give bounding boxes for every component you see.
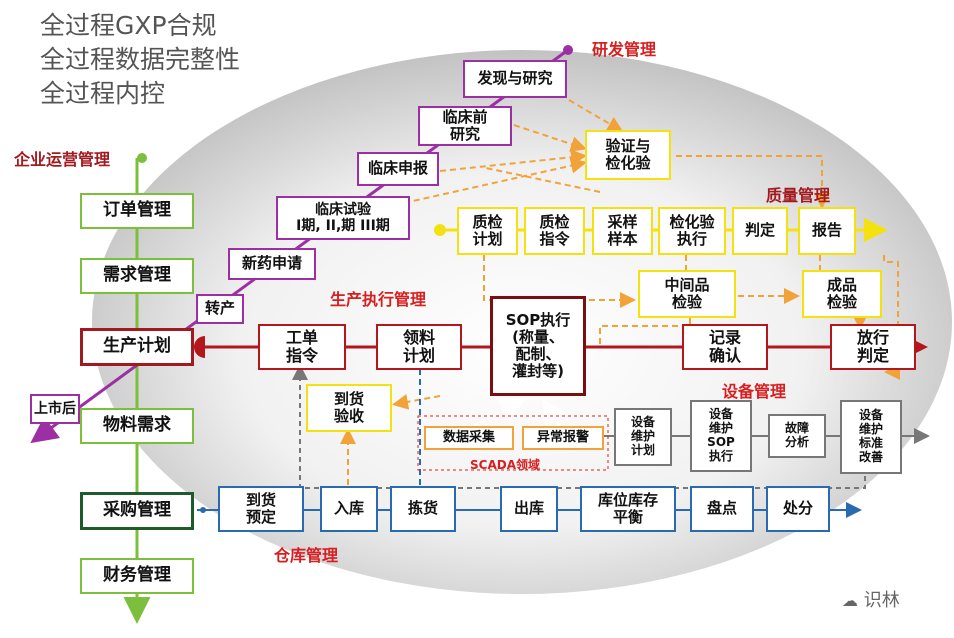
quality-sample[interactable]: 采样 样本 xyxy=(592,207,653,255)
enterprise-finance[interactable]: 财务管理 xyxy=(80,558,194,594)
enterprise-demand[interactable]: 需求管理 xyxy=(80,258,194,294)
production-sop-exec[interactable]: SOP执行 (称量、 配制、 灌封等) xyxy=(490,296,586,396)
inspection-finished[interactable]: 成品 检验 xyxy=(802,270,882,318)
production-material-plan[interactable]: 领料 计划 xyxy=(376,324,462,370)
quality-test-exec[interactable]: 检化验 执行 xyxy=(658,207,726,255)
inspection-intermediate[interactable]: 中间品 检验 xyxy=(638,270,736,318)
rd-transfer[interactable]: 转产 xyxy=(196,294,244,324)
section-enterprise: 企业运营管理 xyxy=(14,150,111,169)
section-warehouse: 仓库管理 xyxy=(274,546,339,565)
watermark-text: 识林 xyxy=(863,590,900,611)
equipment-failure-analysis[interactable]: 故障 分析 xyxy=(768,414,826,458)
rd-post-market[interactable]: 上市后 xyxy=(30,394,80,424)
production-record-confirm[interactable]: 记录 确认 xyxy=(682,324,768,370)
enterprise-procurement[interactable]: 采购管理 xyxy=(80,492,194,530)
quality-order[interactable]: 质检 指令 xyxy=(524,207,585,255)
scada-alarm[interactable]: 异常报警 xyxy=(522,426,604,450)
equipment-standard-improve[interactable]: 设备 维护 标准 改善 xyxy=(840,400,902,474)
rd-discovery[interactable]: 发现与研究 xyxy=(463,60,567,98)
heading-internal-control: 全过程内控 xyxy=(40,79,166,108)
warehouse-stocktake[interactable]: 盘点 xyxy=(690,486,754,532)
warehouse-location-balance[interactable]: 库位库存 平衡 xyxy=(580,486,676,532)
heading-gxp: 全过程GXP合规 xyxy=(40,11,217,40)
enterprise-order[interactable]: 订单管理 xyxy=(80,193,194,229)
rd-clinical-filing[interactable]: 临床申报 xyxy=(357,152,439,186)
warehouse-disposal[interactable]: 处分 xyxy=(766,486,830,532)
quality-report[interactable]: 报告 xyxy=(798,207,856,255)
enterprise-production-plan[interactable]: 生产计划 xyxy=(80,328,194,366)
section-quality: 质量管理 xyxy=(766,186,831,205)
scada-data-collection[interactable]: 数据采集 xyxy=(424,426,514,450)
quality-plan[interactable]: 质检 计划 xyxy=(457,207,518,255)
section-equipment: 设备管理 xyxy=(722,382,787,401)
arrival-acceptance[interactable]: 到货 验收 xyxy=(306,384,392,432)
warehouse-arrival-booking[interactable]: 到货 预定 xyxy=(218,486,304,532)
watermark: ☁ 识林 xyxy=(842,586,900,612)
production-work-order[interactable]: 工单 指令 xyxy=(258,324,346,370)
rd-nda[interactable]: 新药申请 xyxy=(228,248,316,280)
section-scada: SCADA领域 xyxy=(470,458,540,472)
warehouse-outbound[interactable]: 出库 xyxy=(500,486,558,532)
warehouse-inbound[interactable]: 入库 xyxy=(320,486,378,532)
enterprise-material-demand[interactable]: 物料需求 xyxy=(80,408,194,444)
section-rd: 研发管理 xyxy=(592,40,657,59)
heading-data-integrity: 全过程数据完整性 xyxy=(40,45,241,74)
equipment-maintenance-plan[interactable]: 设备 维护 计划 xyxy=(614,408,672,466)
section-production: 生产执行管理 xyxy=(330,290,427,309)
warehouse-picking[interactable]: 拣货 xyxy=(390,486,456,532)
quality-decision[interactable]: 判定 xyxy=(732,207,788,255)
chat-bubble-icon: ☁ xyxy=(842,591,858,610)
rd-clinical-trial[interactable]: 临床试验 I期, II,期 III期 xyxy=(276,196,410,240)
verify-and-test[interactable]: 验证与 检化验 xyxy=(585,130,671,180)
production-release[interactable]: 放行 判定 xyxy=(830,324,916,370)
rd-preclinical[interactable]: 临床前 研究 xyxy=(418,106,512,146)
equipment-maintenance-sop[interactable]: 设备 维护 SOP 执行 xyxy=(690,400,752,472)
